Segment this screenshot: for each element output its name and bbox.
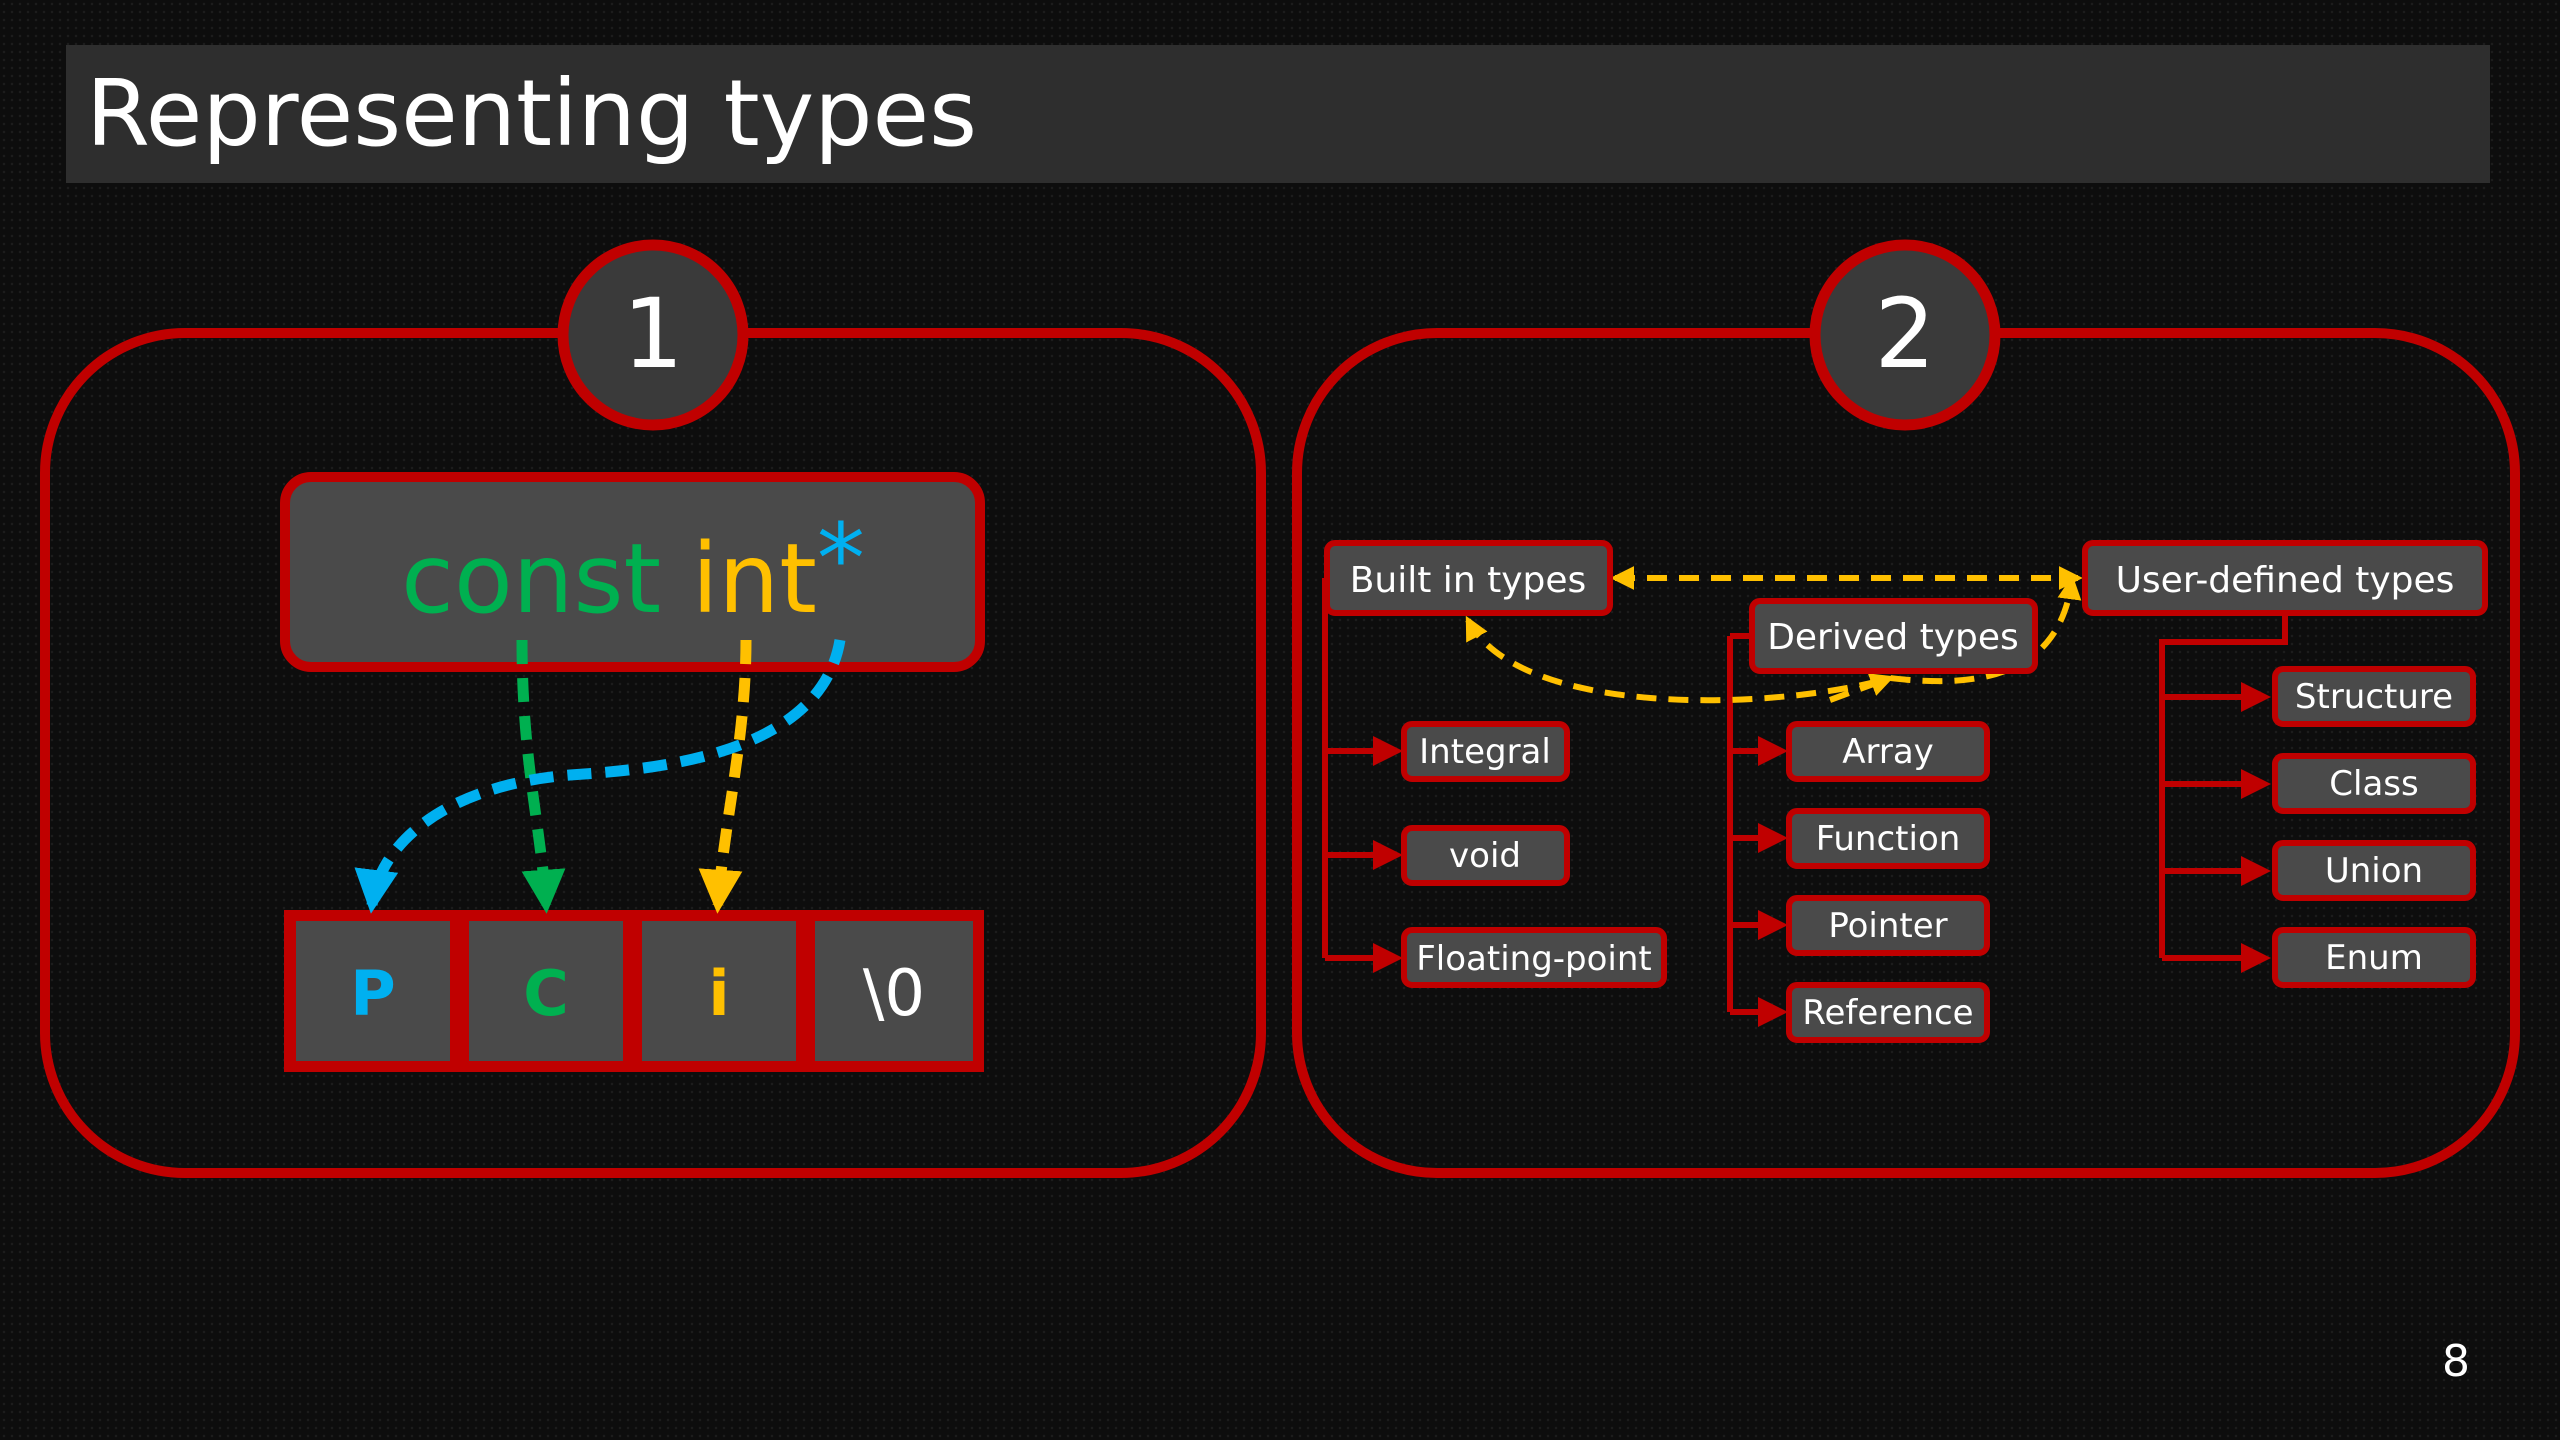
derived-types-node: Derived types bbox=[1749, 598, 2038, 674]
user-defined-types-node: User-defined types bbox=[2082, 540, 2488, 616]
memory-cell-4: \0 bbox=[815, 921, 973, 1061]
panel-2-badge-number: 2 bbox=[1874, 278, 1935, 390]
pointer-to-p-arrow bbox=[354, 639, 846, 914]
array-node: Array bbox=[1786, 721, 1990, 782]
memory-cell-2-label: C bbox=[523, 957, 569, 1030]
enum-node: Enum bbox=[2272, 927, 2476, 988]
panel-1-badge-number: 1 bbox=[622, 278, 683, 390]
floating-point-node: Floating-point bbox=[1401, 927, 1667, 988]
built-in-connectors bbox=[1322, 575, 1403, 973]
reference-label: Reference bbox=[1802, 993, 1973, 1033]
code-expression: const int* bbox=[401, 503, 865, 635]
floating-point-label: Floating-point bbox=[1416, 939, 1652, 979]
slide-number: 8 bbox=[2442, 1336, 2470, 1387]
array-label: Array bbox=[1842, 732, 1934, 772]
user-defined-connectors bbox=[2159, 612, 2288, 973]
code-box bbox=[280, 472, 985, 672]
const-to-c-arrow bbox=[516, 639, 566, 914]
derived-relation-arrow bbox=[1465, 575, 2082, 704]
code-pointer-star: * bbox=[817, 503, 865, 615]
integral-node: Integral bbox=[1401, 721, 1570, 782]
enum-label: Enum bbox=[2325, 938, 2423, 978]
user-defined-types-label: User-defined types bbox=[2116, 560, 2455, 601]
function-node: Function bbox=[1786, 808, 1990, 869]
derived-types-label: Derived types bbox=[1767, 617, 2019, 658]
built-in-types-node: Built in types bbox=[1324, 540, 1613, 616]
class-label: Class bbox=[2329, 764, 2418, 804]
code-type-int: int bbox=[692, 523, 817, 635]
memory-cell-2: C bbox=[469, 921, 623, 1061]
built-in-types-label: Built in types bbox=[1350, 560, 1587, 601]
code-keyword-const: const bbox=[401, 523, 661, 635]
memory-cell-3-label: i bbox=[708, 957, 729, 1030]
structure-label: Structure bbox=[2295, 677, 2453, 717]
union-node: Union bbox=[2272, 840, 2476, 901]
panel-1-badge bbox=[557, 239, 749, 431]
memory-cell-4-label: \0 bbox=[863, 957, 925, 1031]
int-to-i-arrow bbox=[698, 639, 752, 914]
integral-label: Integral bbox=[1419, 732, 1551, 772]
memory-cell-1-label: P bbox=[350, 957, 395, 1030]
function-label: Function bbox=[1816, 819, 1961, 859]
derived-up-arrow bbox=[1828, 673, 1895, 703]
slide-title: Representing types bbox=[86, 60, 978, 167]
class-node: Class bbox=[2272, 753, 2476, 814]
reference-node: Reference bbox=[1786, 982, 1990, 1043]
derived-connectors bbox=[1727, 633, 1788, 1027]
pointer-node: Pointer bbox=[1786, 895, 1990, 956]
memory-cell-3: i bbox=[642, 921, 796, 1061]
union-label: Union bbox=[2325, 851, 2423, 891]
void-node: void bbox=[1401, 825, 1570, 886]
memory-cell-1: P bbox=[296, 921, 450, 1061]
pointer-label: Pointer bbox=[1828, 906, 1947, 946]
title-bar: Representing types bbox=[66, 45, 2490, 183]
void-label: void bbox=[1449, 836, 1521, 876]
structure-node: Structure bbox=[2272, 666, 2476, 727]
panel-2-badge bbox=[1809, 239, 2001, 431]
